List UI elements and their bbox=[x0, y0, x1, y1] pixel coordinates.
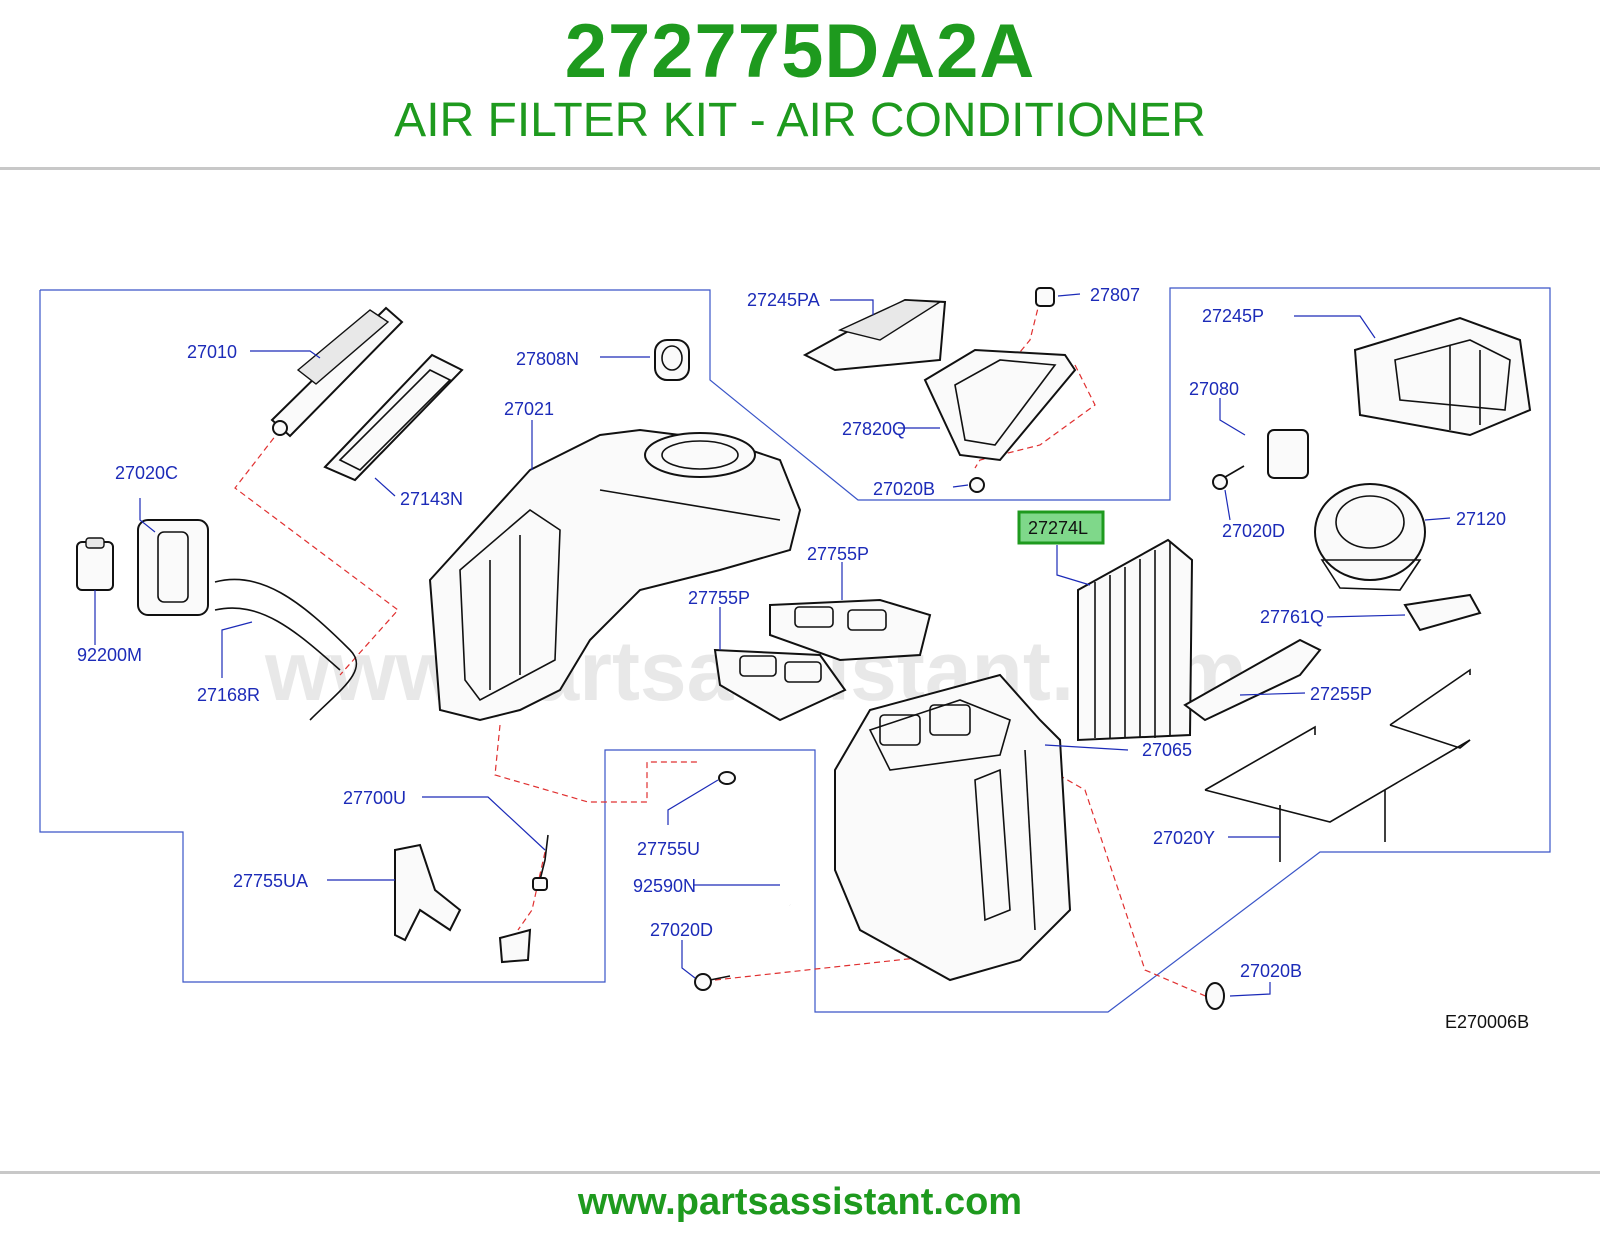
label-27120[interactable]: 27120 bbox=[1456, 509, 1506, 529]
part-27807-clip bbox=[1035, 287, 1055, 307]
leader-27120 bbox=[1424, 517, 1451, 521]
leader-27245PA bbox=[830, 299, 874, 315]
part-92200M-valve bbox=[76, 537, 114, 591]
leader-27143N bbox=[374, 477, 396, 497]
label-27255P[interactable]: 27255P bbox=[1310, 684, 1372, 704]
leader-27245P bbox=[1294, 315, 1376, 339]
part-27010-heater-core bbox=[270, 306, 404, 438]
part-27761Q-part bbox=[1403, 593, 1482, 632]
dash-line-2 bbox=[494, 724, 700, 803]
leader-27168R bbox=[221, 621, 253, 678]
label-27755P-b[interactable]: 27755P bbox=[688, 588, 750, 608]
label-27755UA[interactable]: 27755UA bbox=[233, 871, 308, 891]
leader-27010 bbox=[250, 350, 321, 359]
leader-27255P bbox=[1239, 692, 1306, 696]
leader-27755U bbox=[667, 779, 719, 825]
label-27755U[interactable]: 27755U bbox=[637, 839, 700, 859]
label-27065[interactable]: 27065 bbox=[1142, 740, 1192, 760]
label-27080[interactable]: 27080 bbox=[1189, 379, 1239, 399]
part-title: AIR FILTER KIT - AIR CONDITIONER bbox=[394, 94, 1206, 147]
label-27245P[interactable]: 27245P bbox=[1202, 306, 1264, 326]
leader-27761Q bbox=[1326, 614, 1406, 618]
leader-27807 bbox=[1057, 293, 1081, 297]
part-27020D-screw-bottom bbox=[694, 973, 731, 991]
part-27020D-screw-right bbox=[1212, 465, 1245, 490]
label-27274L[interactable]: 27274L bbox=[1028, 518, 1088, 538]
label-27020C[interactable]: 27020C bbox=[115, 463, 178, 483]
part-27021-heater-housing bbox=[428, 428, 802, 722]
diagram-svg: www.partsassistant.com bbox=[39, 285, 1551, 1032]
label-27808N[interactable]: 27808N bbox=[516, 349, 579, 369]
part-27120-blower-motor bbox=[1314, 483, 1426, 591]
part-27020B-screw-bottom bbox=[1205, 982, 1225, 1010]
label-27143N[interactable]: 27143N bbox=[400, 489, 463, 509]
label-27020B-bottom[interactable]: 27020B bbox=[1240, 961, 1302, 981]
highlight-box bbox=[1017, 510, 1105, 545]
parts-diagram: www.partsassistant.com bbox=[0, 270, 1600, 1070]
label-27761Q[interactable]: 27761Q bbox=[1260, 607, 1324, 627]
part-27274L-air-filter bbox=[1077, 538, 1194, 742]
leader-27020C bbox=[139, 498, 156, 533]
leader-27065 bbox=[1044, 744, 1129, 751]
leader-27700U bbox=[422, 796, 546, 851]
leader-27020B-bottom bbox=[1229, 982, 1271, 997]
header-divider bbox=[0, 167, 1600, 170]
label-27807[interactable]: 27807 bbox=[1090, 285, 1140, 305]
part-27808N-grommet bbox=[654, 339, 690, 381]
part-27168R-pipes bbox=[214, 578, 358, 721]
label-27021[interactable]: 27021 bbox=[504, 399, 554, 419]
label-92200M[interactable]: 92200M bbox=[77, 645, 142, 665]
footer-divider bbox=[0, 1171, 1600, 1174]
label-27020D-right[interactable]: 27020D bbox=[1222, 521, 1285, 541]
dash-line-1 bbox=[234, 429, 399, 676]
header: 272775DA2A AIR FILTER KIT - AIR CONDITIO… bbox=[0, 0, 1600, 170]
part-27143N-seal bbox=[323, 353, 464, 482]
leader-27020D-bottom bbox=[681, 940, 696, 979]
part-27700U-sensor bbox=[532, 834, 549, 891]
label-27010[interactable]: 27010 bbox=[187, 342, 237, 362]
label-27700U[interactable]: 27700U bbox=[343, 788, 406, 808]
part-27065-evaporator-housing bbox=[834, 673, 1072, 982]
diagram-code: E270006B bbox=[1445, 1012, 1529, 1032]
leader-27080 bbox=[1219, 398, 1246, 436]
dash-line-6 bbox=[1049, 769, 1211, 999]
part-27255P-duct bbox=[1183, 638, 1322, 722]
leader-27020D-right bbox=[1224, 489, 1231, 521]
part-27245P-intake bbox=[1353, 316, 1532, 437]
part-27820Q-holder bbox=[923, 348, 1077, 462]
label-27820Q[interactable]: 27820Q bbox=[842, 419, 906, 439]
part-number: 272775DA2A bbox=[564, 9, 1036, 94]
leader-27274L bbox=[1056, 545, 1091, 586]
part-27020B-screw-top bbox=[969, 477, 985, 493]
dash-line-5 bbox=[974, 364, 1096, 469]
label-27245PA[interactable]: 27245PA bbox=[747, 290, 820, 310]
part-27755U-drain-hose bbox=[718, 771, 793, 906]
label-92590N[interactable]: 92590N bbox=[633, 876, 696, 896]
label-27020D-bottom[interactable]: 27020D bbox=[650, 920, 713, 940]
leader-27020B-top bbox=[952, 484, 969, 488]
group-frame bbox=[39, 287, 1551, 1013]
label-27020Y[interactable]: 27020Y bbox=[1153, 828, 1215, 848]
dash-line-3 bbox=[517, 851, 546, 931]
part-27755UA-bracket bbox=[394, 843, 532, 964]
footer-url[interactable]: www.partsassistant.com bbox=[577, 1181, 1023, 1223]
part-27755P-seals bbox=[713, 598, 932, 722]
label-27020B-top[interactable]: 27020B bbox=[873, 479, 935, 499]
part-27020C-seal bbox=[137, 519, 209, 616]
label-27168R[interactable]: 27168R bbox=[197, 685, 260, 705]
part-27080-actuator bbox=[1267, 429, 1309, 479]
part-27020Y-filter-sheet bbox=[1204, 668, 1471, 862]
part-27245PA-duct bbox=[802, 298, 947, 372]
label-27755P-a[interactable]: 27755P bbox=[807, 544, 869, 564]
